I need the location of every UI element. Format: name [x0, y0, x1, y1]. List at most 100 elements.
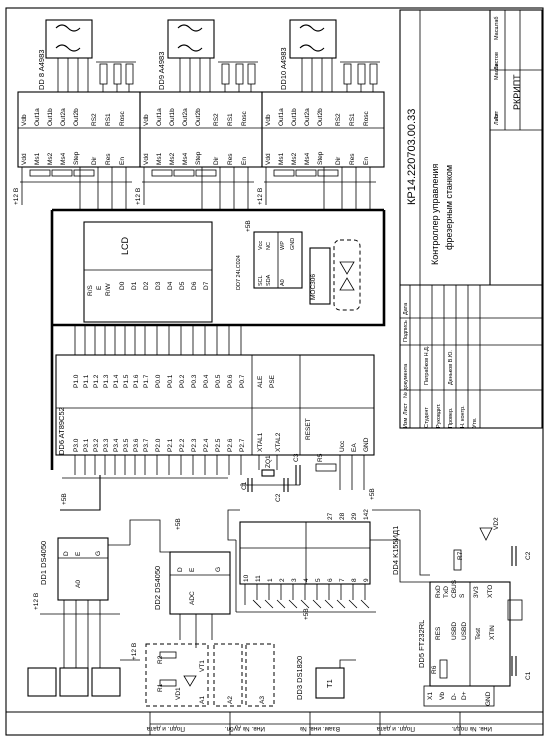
- lcd-label: LCD: [120, 236, 130, 255]
- svg-text:ADC: ADC: [189, 591, 196, 605]
- svg-text:DD2 DS4050: DD2 DS4050: [153, 566, 162, 610]
- svg-text:D: D: [63, 551, 70, 556]
- svg-text:Лит: Лит: [494, 110, 500, 120]
- svg-text:Step: Step: [73, 151, 80, 165]
- svg-text:A0: A0: [280, 279, 286, 286]
- svg-text:En: En: [363, 157, 370, 165]
- svg-text:Vdb: Vdb: [21, 114, 28, 126]
- svg-text:TxD: TxD: [443, 586, 450, 598]
- svg-text:P3.6: P3.6: [133, 438, 140, 452]
- svg-text:D6: D6: [191, 281, 198, 290]
- svg-text:28: 28: [339, 512, 346, 520]
- svg-text:VD1: VD1: [175, 687, 182, 700]
- svg-text:A0: A0: [75, 580, 82, 588]
- svg-text:P2.4: P2.4: [203, 438, 210, 452]
- doc-code: КР14.220703.00.33: [406, 109, 418, 205]
- svg-text:D3: D3: [155, 281, 162, 290]
- dd1-plus12: +12 В: [33, 593, 40, 610]
- svg-text:WP: WP: [280, 241, 286, 250]
- svg-text:Step: Step: [195, 151, 202, 165]
- svg-text:VT1: VT1: [199, 660, 206, 672]
- doc-title-1: Контроллер управления: [430, 164, 440, 265]
- usb-connector: X1 Vb D- D+ GND: [423, 685, 495, 707]
- svg-text:Руковдит.: Руковдит.: [436, 403, 442, 428]
- svg-text:CBUS: CBUS: [451, 579, 458, 598]
- svg-text:Ucc: Ucc: [339, 440, 346, 452]
- svg-text:Out1b: Out1b: [169, 108, 176, 126]
- svg-text:Dir: Dir: [213, 156, 220, 165]
- svg-text:+5В: +5В: [245, 220, 252, 232]
- svg-text:+12 В: +12 В: [135, 188, 142, 205]
- svg-text:RS2: RS2: [91, 113, 98, 126]
- svg-text:P3.4: P3.4: [113, 438, 120, 452]
- svg-text:+5В: +5В: [175, 518, 182, 530]
- svg-text:+12 В: +12 В: [13, 188, 20, 205]
- svg-text:DD7 24LC024: DD7 24LC024: [236, 255, 242, 290]
- svg-text:E: E: [96, 285, 103, 290]
- svg-text:Изм: Изм: [403, 418, 409, 428]
- svg-text:Res: Res: [105, 153, 112, 165]
- svg-text:EA: EA: [351, 443, 358, 452]
- svg-text:P2.2: P2.2: [179, 438, 186, 452]
- svg-text:P3.0: P3.0: [73, 438, 80, 452]
- svg-text:XTO: XTO: [487, 585, 494, 598]
- lcd-module: LCD R/S E R/W D0 D1 D2 D3 D4 D5 D6 D7: [83, 221, 213, 323]
- svg-text:P1.6: P1.6: [133, 374, 140, 388]
- svg-text:GND: GND: [363, 437, 370, 452]
- svg-text:X1: X1: [427, 692, 434, 700]
- svg-text:RS2: RS2: [335, 113, 342, 126]
- svg-text:Провер.: Провер.: [448, 407, 454, 428]
- svg-text:D4: D4: [167, 281, 174, 290]
- drawing-frame: [5, 7, 544, 736]
- side-stamp: Подп. и дата Инв. № дубл. Взам. инв. № П…: [146, 712, 543, 735]
- svg-text:Test: Test: [475, 628, 482, 640]
- svg-text:D7: D7: [203, 281, 210, 290]
- svg-text:Out2b: Out2b: [73, 108, 80, 126]
- svg-text:+5В: +5В: [369, 488, 376, 500]
- svg-text:Vdb: Vdb: [265, 114, 272, 126]
- svg-text:P0.0: P0.0: [155, 374, 162, 388]
- temp-sensor-dd3: T1 DD3 DS1820 +5В: [295, 608, 356, 700]
- svg-text:P3.1: P3.1: [83, 438, 90, 452]
- svg-text:C2: C2: [525, 551, 532, 560]
- svg-text:VD2: VD2: [493, 517, 500, 530]
- svg-text:RxD: RxD: [435, 585, 442, 598]
- optocoupler: MOC306: [309, 239, 361, 311]
- svg-text:P3.5: P3.5: [123, 438, 130, 452]
- svg-text:2: 2: [279, 578, 286, 582]
- svg-text:USBD: USBD: [461, 622, 468, 640]
- svg-text:G: G: [215, 567, 222, 572]
- svg-text:Ms1: Ms1: [278, 152, 285, 165]
- svg-text:6: 6: [327, 578, 334, 582]
- svg-text:Листов: Листов: [494, 52, 500, 70]
- svg-text:D+: D+: [461, 691, 468, 700]
- svg-text:R7: R7: [457, 551, 464, 560]
- svg-text:P0.6: P0.6: [227, 374, 234, 388]
- svg-text:R1: R1: [157, 683, 164, 692]
- svg-text:Out2b: Out2b: [317, 108, 324, 126]
- driver-dd10: DD10 A4983 Vdb Out1a Out1b Out2a Out2b R…: [261, 47, 385, 168]
- svg-text:P0.3: P0.3: [191, 374, 198, 388]
- svg-text:SCL: SCL: [258, 275, 264, 286]
- svg-text:10: 10: [243, 574, 250, 582]
- svg-text:Out2a: Out2a: [182, 108, 189, 126]
- svg-text:P0.5: P0.5: [215, 374, 222, 388]
- svg-text:P2.3: P2.3: [191, 438, 198, 452]
- svg-text:29: 29: [351, 512, 358, 520]
- svg-text:P3.3: P3.3: [103, 438, 110, 452]
- svg-text:R/S: R/S: [87, 285, 94, 297]
- doc-title-2: фрезерным станком: [444, 165, 454, 250]
- stamp-1: Подп. и дата: [146, 725, 185, 732]
- svg-text:Out1a: Out1a: [34, 108, 41, 126]
- svg-text:D0: D0: [119, 281, 126, 290]
- svg-text:Vdb: Vdb: [143, 114, 150, 126]
- svg-text:Утв.: Утв.: [472, 417, 478, 428]
- stamp-4: Подп. и дата: [376, 725, 415, 732]
- svg-text:C1: C1: [525, 671, 532, 680]
- motor-2: [167, 19, 215, 92]
- svg-text:R/W: R/W: [105, 283, 112, 297]
- driver-dd9: DD9 A4983 Vdb Out1a Out1b Out2a Out2b RS…: [139, 52, 263, 168]
- decoder-dd4: DD4 K155ИД1 27 28 29 142 10 11 1 2 3 4 5…: [235, 509, 400, 613]
- svg-text:Vcc: Vcc: [258, 241, 264, 250]
- svg-text:P3.7: P3.7: [143, 438, 150, 452]
